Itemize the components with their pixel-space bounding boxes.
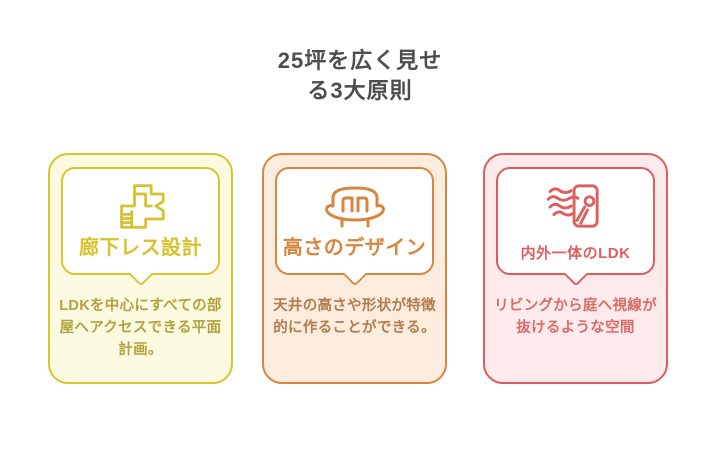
card-description: リビングから庭へ視線が抜けるような空間	[494, 298, 657, 336]
card-heading: 高さのデザイン	[282, 237, 427, 259]
card-description: 天井の高さや形状が特徴的に作ることができる。	[273, 298, 436, 336]
card-heading: 廊下レス設計	[79, 237, 202, 259]
card-heading-bubble: 高さのデザイン	[275, 167, 434, 275]
card-heading-bubble: 廊下レス設計	[61, 167, 220, 275]
card-indoor-outdoor-ldk: 内外一体のLDK リビングから庭へ視線が抜けるような空間	[483, 153, 668, 384]
door-breeze-icon	[545, 180, 607, 232]
card-description: LDKを中心にすべての部屋へアクセスできる平面計画。	[59, 298, 222, 358]
page-title: 25坪を広く見せ る3大原則	[277, 48, 443, 103]
floorplan-icon	[110, 180, 172, 232]
card-heading-bubble: 内外一体のLDK	[496, 167, 655, 275]
card-corridor-less-design: 廊下レス設計 LDKを中心にすべての部屋へアクセスできる平面計画。	[48, 153, 233, 384]
card-height-design: 高さのデザイン 天井の高さや形状が特徴的に作ることができる。	[262, 153, 447, 384]
sofa-icon	[323, 180, 387, 232]
card-heading: 内外一体のLDK	[520, 245, 631, 262]
